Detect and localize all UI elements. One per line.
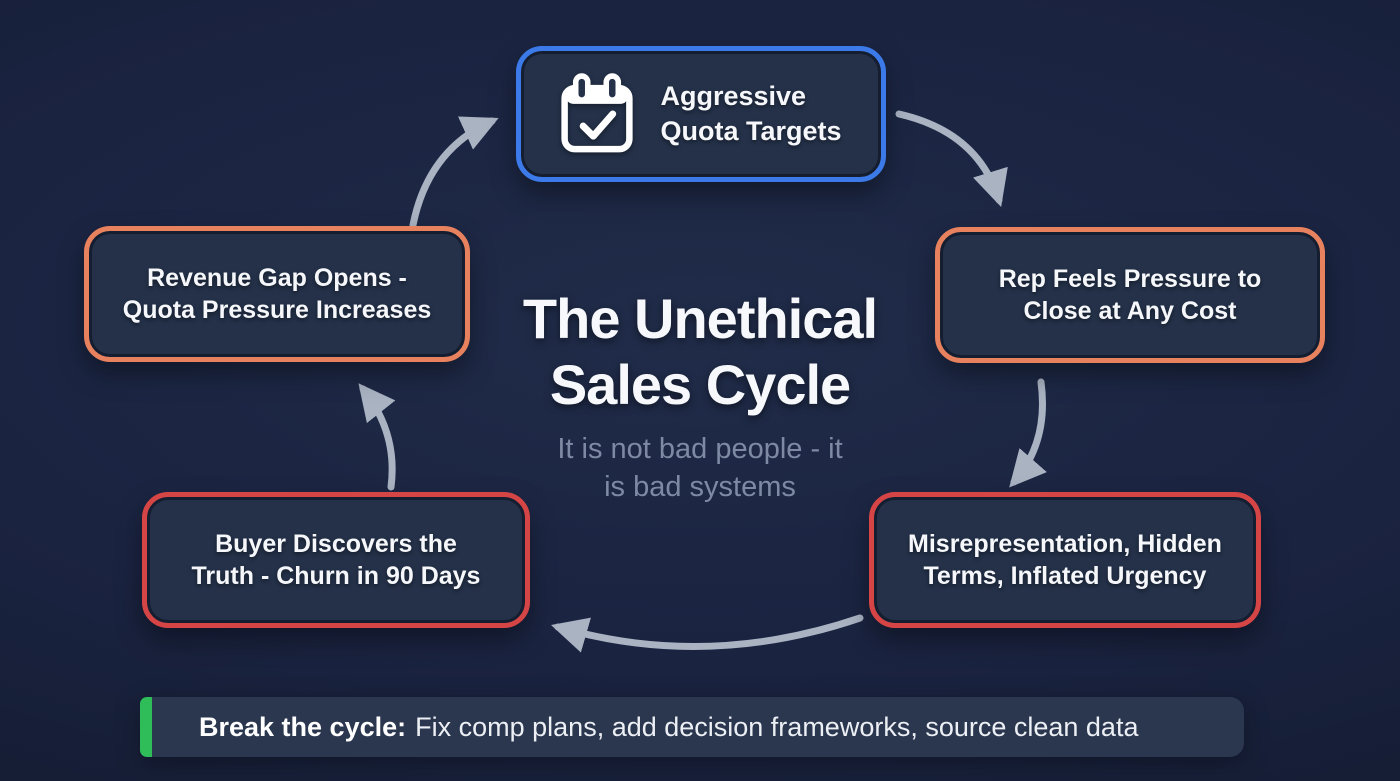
node-label-line: Close at Any Cost	[1023, 297, 1237, 325]
break-the-cycle-callout: Break the cycle: Fix comp plans, add dec…	[140, 697, 1244, 757]
node-label-line: Buyer Discovers the	[215, 529, 457, 558]
page-subtitle: It is not bad people - it is bad systems	[420, 430, 980, 507]
page-title: The Unethical Sales Cycle	[400, 286, 1000, 417]
node-label-line: Truth - Churn in 90 Days	[191, 562, 481, 590]
node-label-line: Terms, Inflated Urgency	[923, 562, 1207, 590]
arrow-right-to-bottom-right-icon	[1009, 378, 1047, 488]
callout-detail: Fix comp plans, add decision frameworks,…	[415, 711, 1139, 742]
arrow-top-to-right-icon	[895, 110, 1008, 207]
node-label-line: Aggressive	[660, 80, 807, 111]
calendar-check-icon	[561, 73, 634, 153]
callout-lead: Break the cycle:	[199, 711, 407, 742]
node-label-line: Quota Targets	[660, 116, 842, 146]
node-label-line: Quota Pressure Increases	[122, 296, 432, 324]
subtitle-line-2: is bad systems	[604, 471, 796, 504]
node-label-line: Rep Feels Pressure to	[998, 264, 1262, 293]
arrow-bottom-right-to-bottom-left-icon	[551, 614, 864, 653]
node-label-line: Misrepresentation, Hidden	[908, 529, 1222, 558]
subtitle-line-1: It is not bad people - it	[557, 433, 843, 465]
node-revenue-gap-opens: Revenue Gap Opens - Quota Pressure Incre…	[84, 226, 470, 362]
node-label-line: Revenue Gap Opens -	[147, 263, 407, 292]
node-rep-feels-pressure: Rep Feels Pressure to Close at Any Cost	[935, 227, 1325, 363]
title-line-1: The Unethical	[522, 287, 878, 350]
node-buyer-discovers-truth: Buyer Discovers the Truth - Churn in 90 …	[142, 492, 530, 628]
node-aggressive-quota-targets: Aggressive Quota Targets	[516, 46, 886, 182]
callout-text: Break the cycle: Fix comp plans, add dec…	[152, 697, 1244, 757]
title-line-2: Sales Cycle	[549, 352, 851, 416]
arrow-bottom-left-to-left-icon	[358, 383, 396, 491]
arrow-left-to-top-icon	[409, 116, 499, 229]
callout-accent-bar	[140, 697, 152, 757]
node-misrepresentation: Misrepresentation, Hidden Terms, Inflate…	[869, 492, 1261, 628]
